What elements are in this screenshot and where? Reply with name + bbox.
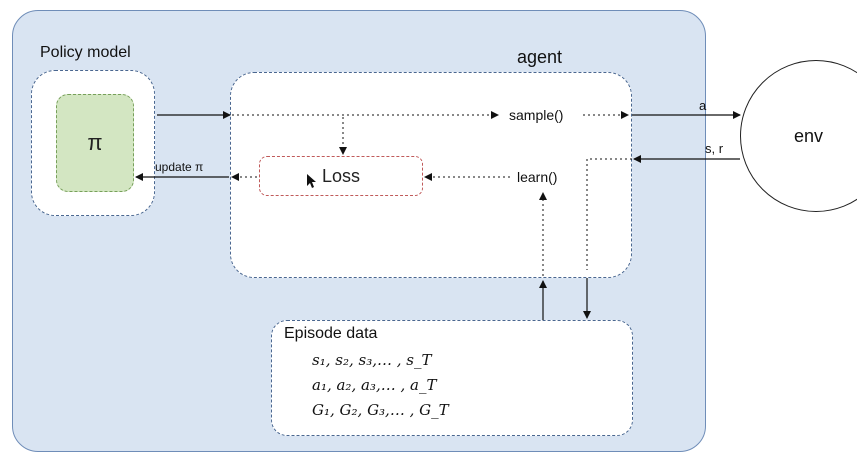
episode-states-row: s₁, s₂, s₃,… , s_T [312,351,432,369]
mouse-cursor-icon [307,174,316,188]
env-label: env [794,126,824,146]
episode-returns-row: G₁, G₂, G₃,… , G_T [312,401,449,419]
episode-data-box [271,320,633,436]
episode-actions-row: a₁, a₂, a₃,… , a_T [312,376,437,394]
loss-label: Loss [321,165,361,186]
policy-model-title: Policy model [40,44,131,61]
policy-pi-node: π [56,94,134,192]
update-pi-label: update π [155,160,204,174]
action-edge-label: a [699,98,707,113]
sample-function-label: sample() [509,107,564,123]
episode-data-title: Episode data [284,325,378,342]
pi-label: π [87,130,103,155]
agent-title: agent [517,47,563,67]
diagram-arrows [135,111,741,320]
learn-function-label: learn() [517,169,558,185]
state-route-line [586,158,632,270]
state-reward-edge-label: s, r [705,141,724,156]
loss-node: Loss [259,156,423,196]
